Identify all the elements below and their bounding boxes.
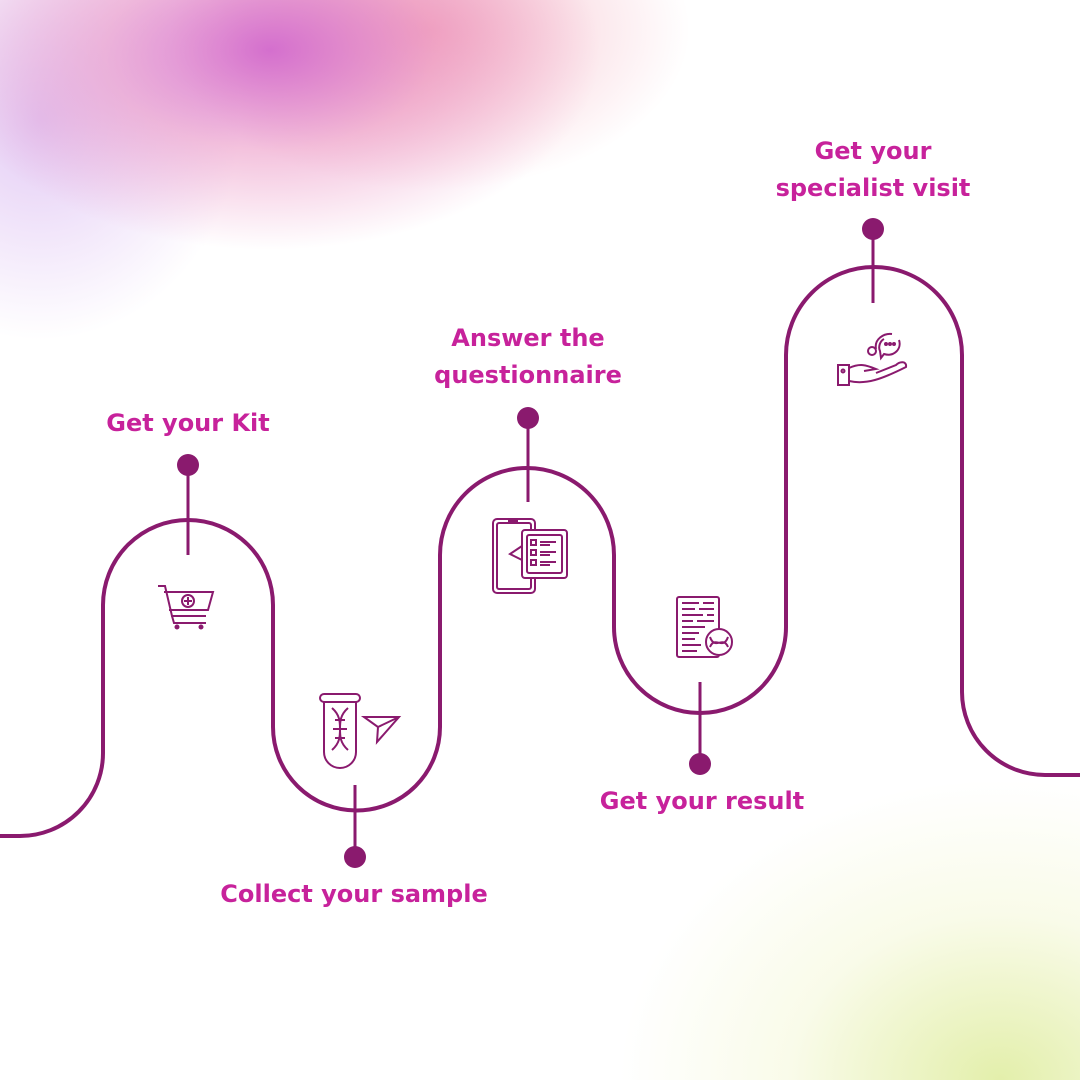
step-label-kit: Get your Kit bbox=[106, 405, 270, 442]
pin-dot-result bbox=[689, 753, 711, 775]
winding-line bbox=[0, 265, 1080, 838]
step-label-result: Get your result bbox=[600, 783, 804, 820]
label-line: Get your result bbox=[599, 787, 805, 815]
pin-dot-specialist bbox=[862, 218, 884, 240]
step-label-questionnaire: Answer the questionnaire bbox=[434, 320, 622, 394]
cart-plus-icon bbox=[158, 585, 215, 630]
step-label-sample: Collect your sample bbox=[220, 876, 487, 913]
label-line: Collect your sample bbox=[220, 880, 488, 908]
pin-dot-kit bbox=[177, 454, 199, 476]
label-line: Answer the bbox=[451, 324, 605, 352]
label-line: specialist visit bbox=[775, 174, 971, 202]
step-label-specialist: Get your specialist visit bbox=[776, 133, 971, 207]
label-line: questionnaire bbox=[434, 361, 622, 389]
dna-report-icon bbox=[676, 596, 733, 658]
label-line: Get your bbox=[814, 137, 932, 165]
pin-dot-sample bbox=[344, 846, 366, 868]
hand-chat-icon bbox=[837, 332, 908, 386]
label-line: Get your Kit bbox=[106, 409, 270, 437]
pin-dot-questionnaire bbox=[517, 407, 539, 429]
phone-checklist-icon bbox=[492, 518, 568, 594]
dna-tube-send-icon bbox=[319, 693, 402, 769]
